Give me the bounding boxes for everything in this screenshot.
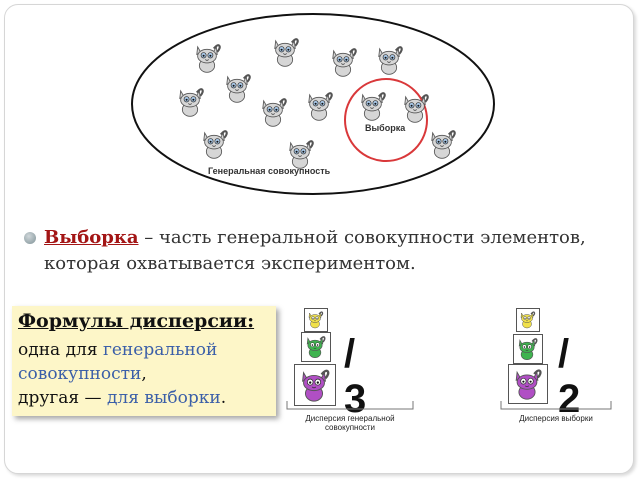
formula-box: Формулы дисперсии: одна для генеральной …	[12, 306, 276, 416]
population-divisor: / 3	[344, 332, 367, 421]
population-bracket	[286, 401, 414, 410]
cat-icon	[302, 88, 336, 126]
definition-body: часть генеральной совокупности элементов…	[44, 227, 586, 274]
line2-end: .	[220, 388, 227, 408]
term-sample: Выборка	[44, 227, 139, 248]
cat-icon	[425, 126, 459, 164]
cat-icon	[326, 44, 360, 82]
cat-icon	[197, 126, 231, 164]
definition-dash: –	[138, 227, 159, 248]
cat-icon	[173, 84, 207, 122]
boxed-cat-icon	[304, 308, 328, 332]
sample-divisor: / 2	[558, 332, 581, 421]
population-ellipse	[131, 13, 495, 195]
sample-label: Выборка	[365, 123, 406, 133]
boxed-cat-icon	[301, 332, 331, 362]
boxed-cat-icon	[508, 364, 548, 404]
cat-icon	[398, 90, 432, 128]
cat-icon	[220, 70, 254, 108]
line1-end: ,	[141, 364, 147, 384]
cat-icon	[190, 40, 224, 78]
definition-text: Выборка – часть генеральной совокупности…	[44, 225, 624, 277]
line2-plain: другая —	[18, 388, 107, 408]
cat-icon	[355, 88, 389, 126]
boxed-cat-icon	[513, 334, 543, 364]
population-caption: Дисперсия генеральной совокупности	[305, 414, 395, 432]
boxed-cat-icon	[516, 308, 540, 332]
sample-circle	[344, 78, 428, 162]
line1-plain: одна для	[18, 340, 103, 360]
cat-icon	[268, 34, 302, 72]
boxed-cat-icon	[294, 364, 336, 406]
cat-icon	[283, 136, 317, 174]
sample-caption: Дисперсия выборки	[519, 414, 593, 423]
sample-bracket	[500, 401, 612, 410]
line1-blue: генеральной совокупности	[18, 340, 218, 384]
population-label: Генеральная совокупность	[208, 166, 331, 176]
formula-title: Формулы дисперсии:	[18, 310, 255, 332]
formula-body: одна для генеральной совокупности, друга…	[18, 338, 274, 410]
cat-icon	[372, 42, 406, 80]
bullet-icon	[24, 232, 36, 244]
line2-blue: для выборки	[106, 388, 221, 408]
cat-icon	[256, 94, 290, 132]
